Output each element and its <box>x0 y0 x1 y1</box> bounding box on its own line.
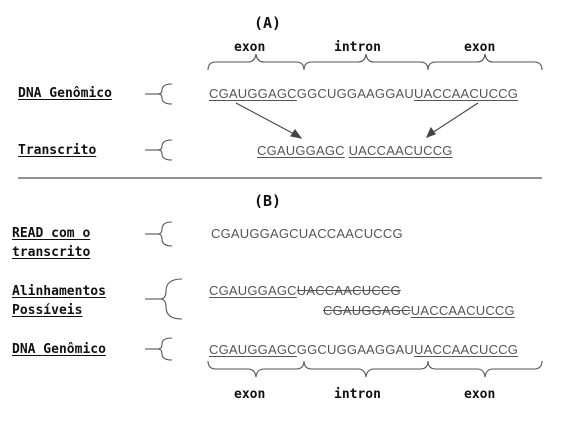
dna-sequence-b: CGAUGGAGCGGCUGGAAGGAUUACCAACUCCG <box>209 342 518 357</box>
region-label-exon-a2: exon <box>464 40 496 55</box>
side-brace-dna-b <box>145 337 173 361</box>
panel-a-title: (A) <box>254 14 282 32</box>
transcript-sequence: CGAUGGAGC UACCAACUCCG <box>257 143 453 158</box>
label-read-line2: transcrito <box>12 245 91 260</box>
region-label-exon-a1: exon <box>234 40 266 55</box>
dna-b-exon1: CGAUGGAGC <box>209 342 297 357</box>
dna-a-exon1: CGAUGGAGC <box>209 86 297 101</box>
transcript-part1: CGAUGGAGC <box>257 143 345 158</box>
dna-a-intron: GGCUGGAAGGAU <box>296 86 415 101</box>
label-alignments: Alinhamentos Possíveis <box>12 282 106 320</box>
alignment-2-match: UACCAACUCCG <box>410 303 515 318</box>
label-read-line1: READ com o <box>12 226 91 241</box>
dna-b-intron: GGCUGGAAGGAU <box>296 342 415 357</box>
brace-a-intron <box>303 53 429 71</box>
brace-b-intron <box>303 360 429 378</box>
dna-b-exon2: UACCAACUCCG <box>414 342 519 357</box>
transcript-part2: UACCAACUCCG <box>348 143 453 158</box>
arrow-exon1 <box>235 102 297 136</box>
region-label-exon-b1: exon <box>234 387 266 402</box>
panel-b-title: (B) <box>254 192 282 210</box>
dna-a-exon2: UACCAACUCCG <box>414 86 519 101</box>
region-label-intron-a: intron <box>334 40 381 55</box>
side-brace-transcript <box>145 139 173 161</box>
region-label-exon-b2: exon <box>464 387 496 402</box>
region-label-intron-b: intron <box>334 387 381 402</box>
brace-b-exon1 <box>207 360 305 378</box>
alignment-1: CGAUGGAGCUACCAACUCCG <box>209 283 401 298</box>
alignment-1-match: CGAUGGAGC <box>209 283 297 298</box>
label-align-line2: Possíveis <box>12 303 83 318</box>
label-transcrito: Transcrito <box>18 143 97 158</box>
side-brace-dna-a <box>145 83 173 105</box>
alignment-2: CGAUGGAGCUACCAACUCCG <box>323 303 515 318</box>
label-read: READ com o transcrito <box>12 224 90 262</box>
label-align-line1: Alinhamentos <box>12 284 106 299</box>
brace-a-exon2 <box>427 53 543 71</box>
dna-sequence-a: CGAUGGAGCGGCUGGAAGGAUUACCAACUCCG <box>209 86 518 101</box>
arrow-exon2 <box>431 102 479 134</box>
brace-b-exon2 <box>427 360 543 378</box>
alignment-2-mismatch: CGAUGGAGC <box>323 303 411 318</box>
brace-a-exon1 <box>207 53 305 71</box>
read-sequence: CGAUGGAGCUACCAACUCCG <box>211 226 403 241</box>
label-dna-genomico-a: DNA Genômico <box>18 86 112 101</box>
label-dna-genomico-b: DNA Genômico <box>12 342 106 357</box>
side-brace-alignments <box>145 278 183 320</box>
side-brace-read <box>145 221 173 247</box>
alignment-1-mismatch: UACCAACUCCG <box>296 283 401 298</box>
